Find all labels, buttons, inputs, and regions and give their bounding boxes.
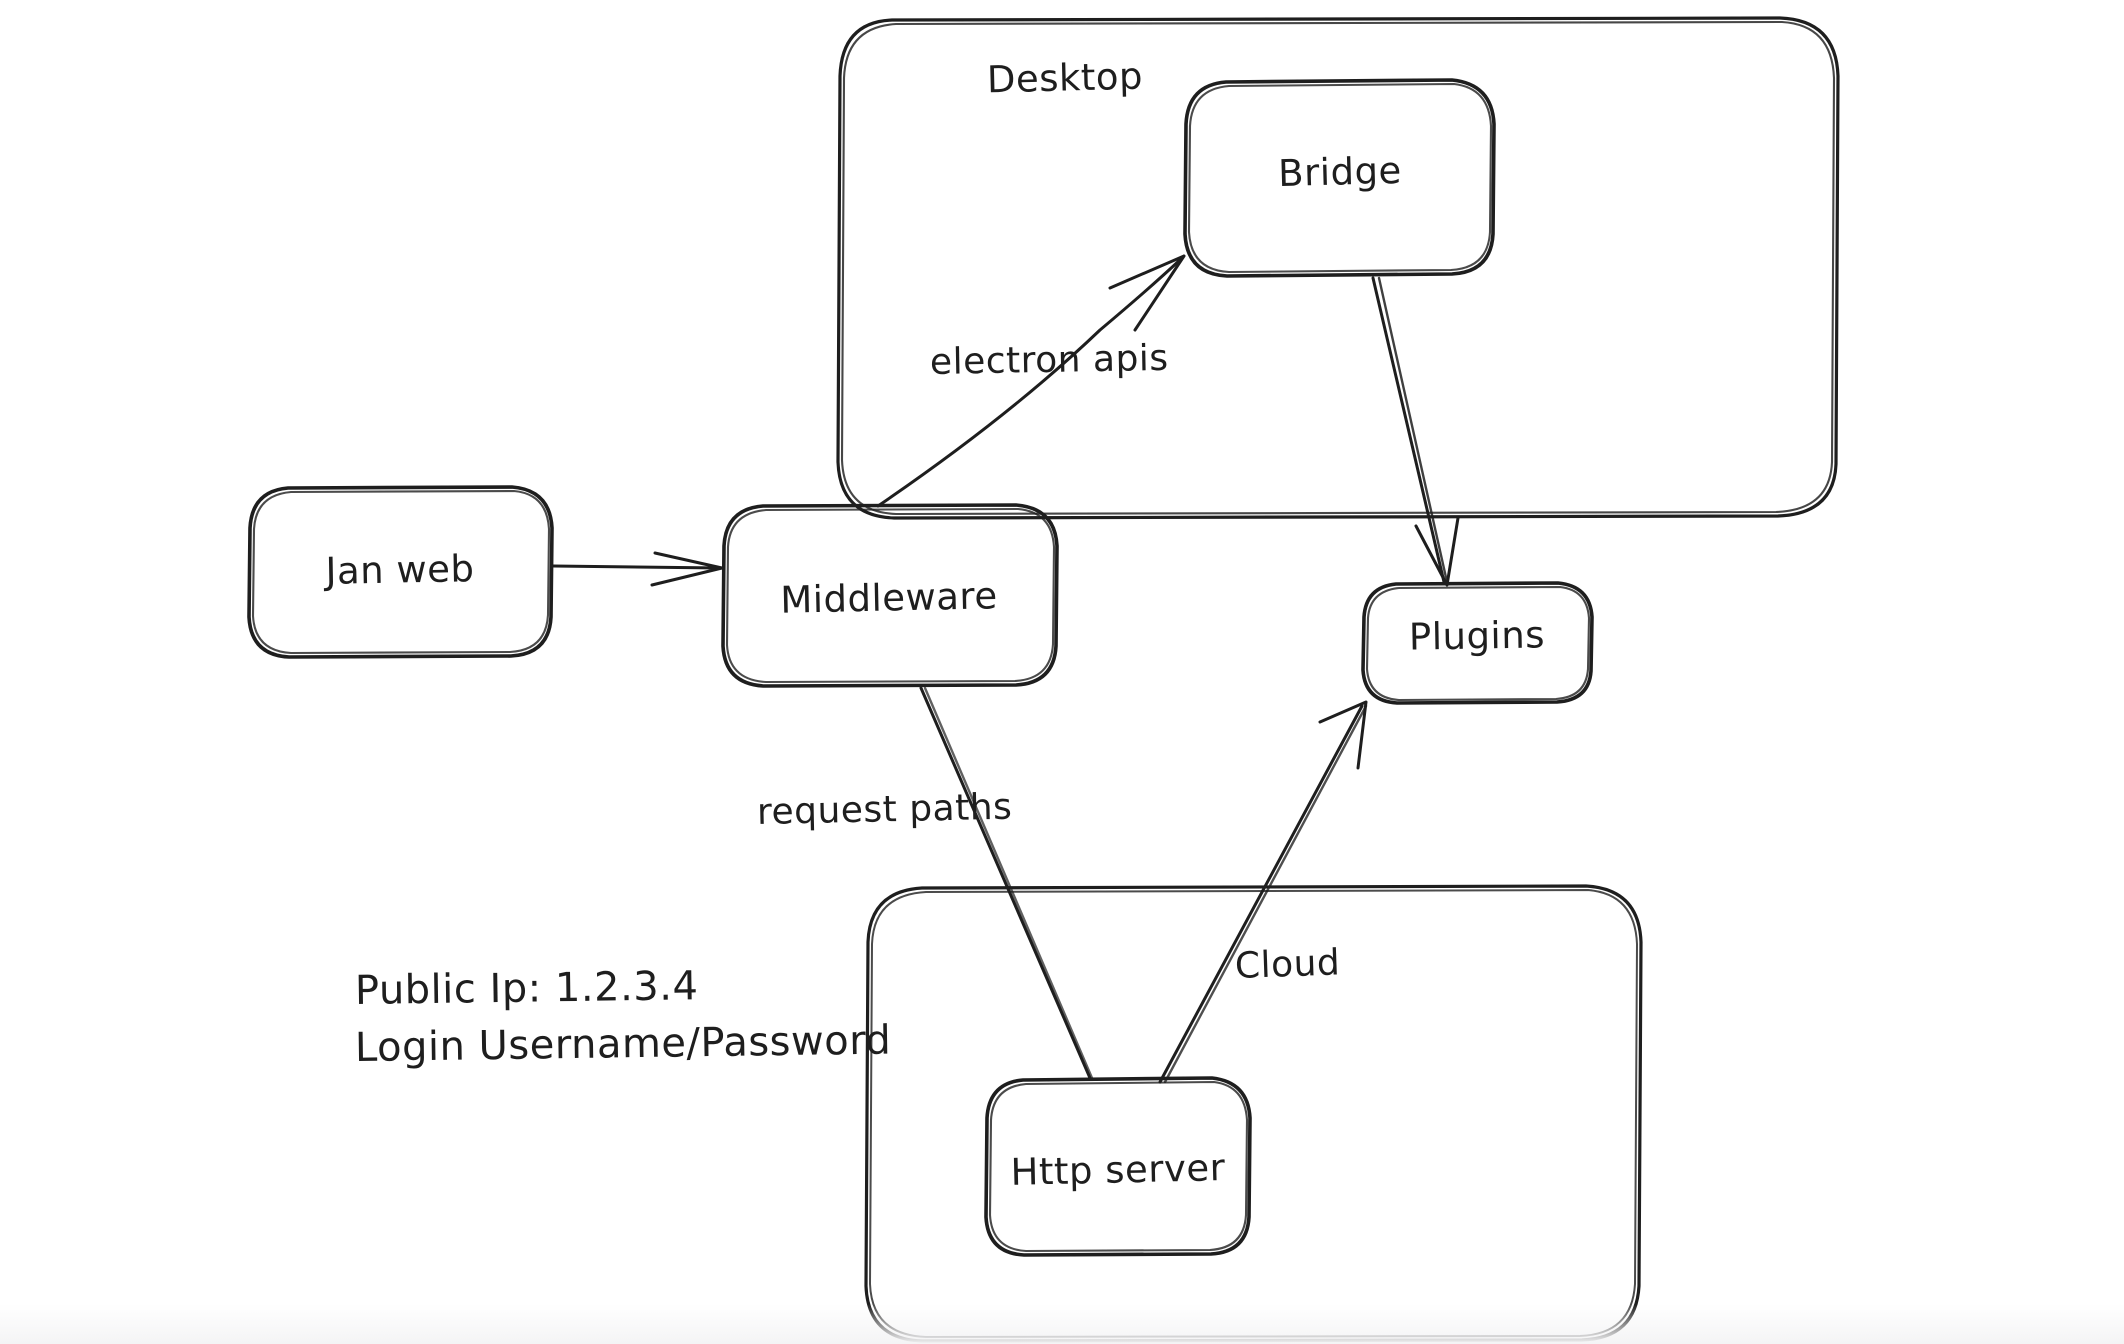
container-desktop[interactable]: Desktop <box>836 16 1840 520</box>
desktop-container-outline-2 <box>840 20 1836 516</box>
edge-line-http-server-plugins-2 <box>1163 704 1368 1084</box>
edge-line-bridge-plugins <box>1371 276 1446 584</box>
annotation-block: Public Ip: 1.2.3.4 Login Username/Passwo… <box>355 963 892 1071</box>
node-jan-web[interactable]: Jan web <box>247 485 554 659</box>
edge-line-jan-web-middleware <box>551 564 723 570</box>
http-server-label: Http server <box>1010 1146 1226 1194</box>
node-plugins[interactable]: Plugins <box>1361 581 1594 705</box>
edge-label-cloud: Cloud <box>1234 942 1341 987</box>
bridge-box-outline-2 <box>1187 82 1493 274</box>
edge-line-middleware-http-server <box>919 686 1092 1080</box>
node-middleware[interactable]: Middleware <box>721 503 1059 688</box>
plugins-label: Plugins <box>1409 613 1546 658</box>
desktop-container-label: Desktop <box>986 55 1143 102</box>
arrow-head-into-middleware <box>650 551 724 587</box>
node-bridge[interactable]: Bridge <box>1183 78 1496 278</box>
http-server-box-outline-2 <box>988 1080 1249 1253</box>
bridge-label: Bridge <box>1278 149 1403 195</box>
edge-bridge-to-plugins[interactable] <box>1371 276 1460 587</box>
plugins-box-outline <box>1361 581 1594 705</box>
edge-middleware-to-bridge[interactable]: electron apis <box>876 254 1186 508</box>
edge-label-electron-apis: electron apis <box>930 338 1169 383</box>
edge-label-request-paths: request paths <box>757 787 1013 833</box>
plugins-box-outline-2 <box>1365 585 1591 702</box>
bridge-box-outline <box>1183 78 1496 278</box>
edge-line-middleware-bridge <box>876 256 1184 508</box>
middleware-box-outline-2 <box>725 507 1056 684</box>
annotation-login-credentials: Login Username/Password <box>355 1018 892 1071</box>
annotation-public-ip: Public Ip: 1.2.3.4 <box>355 963 699 1014</box>
edge-middleware-to-http-server[interactable]: request paths <box>757 686 1094 1080</box>
jan-web-box-outline <box>247 485 554 659</box>
arrow-head-into-plugins-from-http-server <box>1318 700 1368 770</box>
http-server-box-outline <box>984 1076 1252 1257</box>
jan-web-box-outline-2 <box>251 489 551 655</box>
edge-line-bridge-plugins-2 <box>1377 276 1449 584</box>
edge-http-server-to-plugins[interactable]: Cloud <box>1158 700 1368 1084</box>
edge-line-http-server-plugins <box>1158 704 1364 1084</box>
middleware-box-outline <box>721 503 1059 688</box>
node-http-server[interactable]: Http server <box>984 1076 1252 1257</box>
arrow-head-into-bridge <box>1108 254 1186 332</box>
middleware-label: Middleware <box>780 574 998 622</box>
arrow-head-into-plugins-from-bridge <box>1414 516 1460 587</box>
desktop-container-outline <box>836 16 1840 520</box>
jan-web-label: Jan web <box>323 547 475 593</box>
edge-line-middleware-http-server-2 <box>923 686 1094 1080</box>
edge-jan-web-to-middleware[interactable] <box>551 551 724 587</box>
